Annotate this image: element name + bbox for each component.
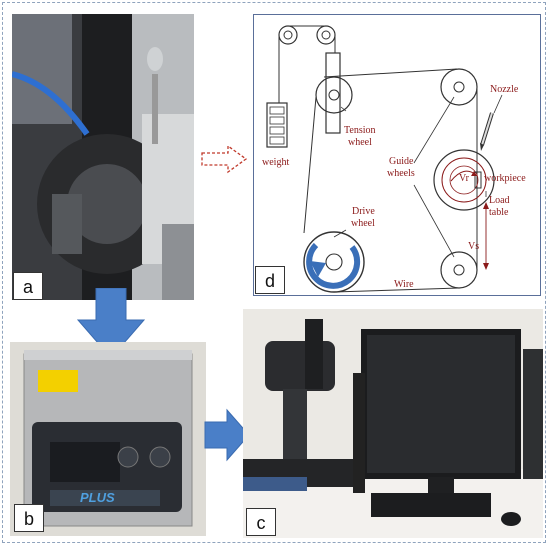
label-load-table-1: Load bbox=[489, 195, 510, 206]
label-vs: Vs bbox=[468, 241, 480, 252]
outer-dashed-border bbox=[2, 2, 546, 543]
panel-a-label: a bbox=[13, 272, 43, 300]
panel-d-label: d bbox=[255, 266, 285, 294]
label-workpiece: workpiece bbox=[484, 173, 526, 184]
panel-d-schematic: weight Tension wheel Guide wheels Drive … bbox=[253, 14, 541, 296]
label-weight: weight bbox=[262, 157, 290, 168]
wire-saw-schematic bbox=[266, 25, 503, 293]
label-tension-wheel-2: wheel bbox=[348, 137, 372, 148]
panel-c-label: c bbox=[246, 508, 276, 536]
dashed-arrow-a-to-d bbox=[201, 144, 248, 174]
label-nozzle: Nozzle bbox=[490, 84, 519, 95]
label-guide-wheels-2: wheels bbox=[387, 168, 415, 179]
cleaner-brand-text: PLUS bbox=[80, 490, 115, 505]
label-tension-wheel-1: Tension bbox=[344, 125, 376, 136]
cleaner-photo-illustration bbox=[10, 342, 206, 536]
label-wire: Wire bbox=[394, 279, 414, 290]
arrow-b-to-c bbox=[204, 408, 250, 462]
label-drive-wheel-1: Drive bbox=[352, 206, 375, 217]
panel-a-photo bbox=[12, 14, 194, 300]
label-vr: Vr bbox=[459, 173, 469, 184]
label-guide-wheels-1: Guide bbox=[389, 156, 414, 167]
arrow-a-to-b bbox=[76, 288, 146, 359]
panel-c-photo bbox=[243, 309, 543, 538]
label-drive-wheel-2: wheel bbox=[351, 218, 375, 229]
label-load-table-2: table bbox=[489, 207, 509, 218]
panel-b-photo: PLUS bbox=[10, 342, 206, 536]
microscope-photo-illustration bbox=[243, 309, 543, 538]
machine-photo-illustration bbox=[12, 14, 194, 300]
panel-b-label: b bbox=[14, 504, 44, 532]
